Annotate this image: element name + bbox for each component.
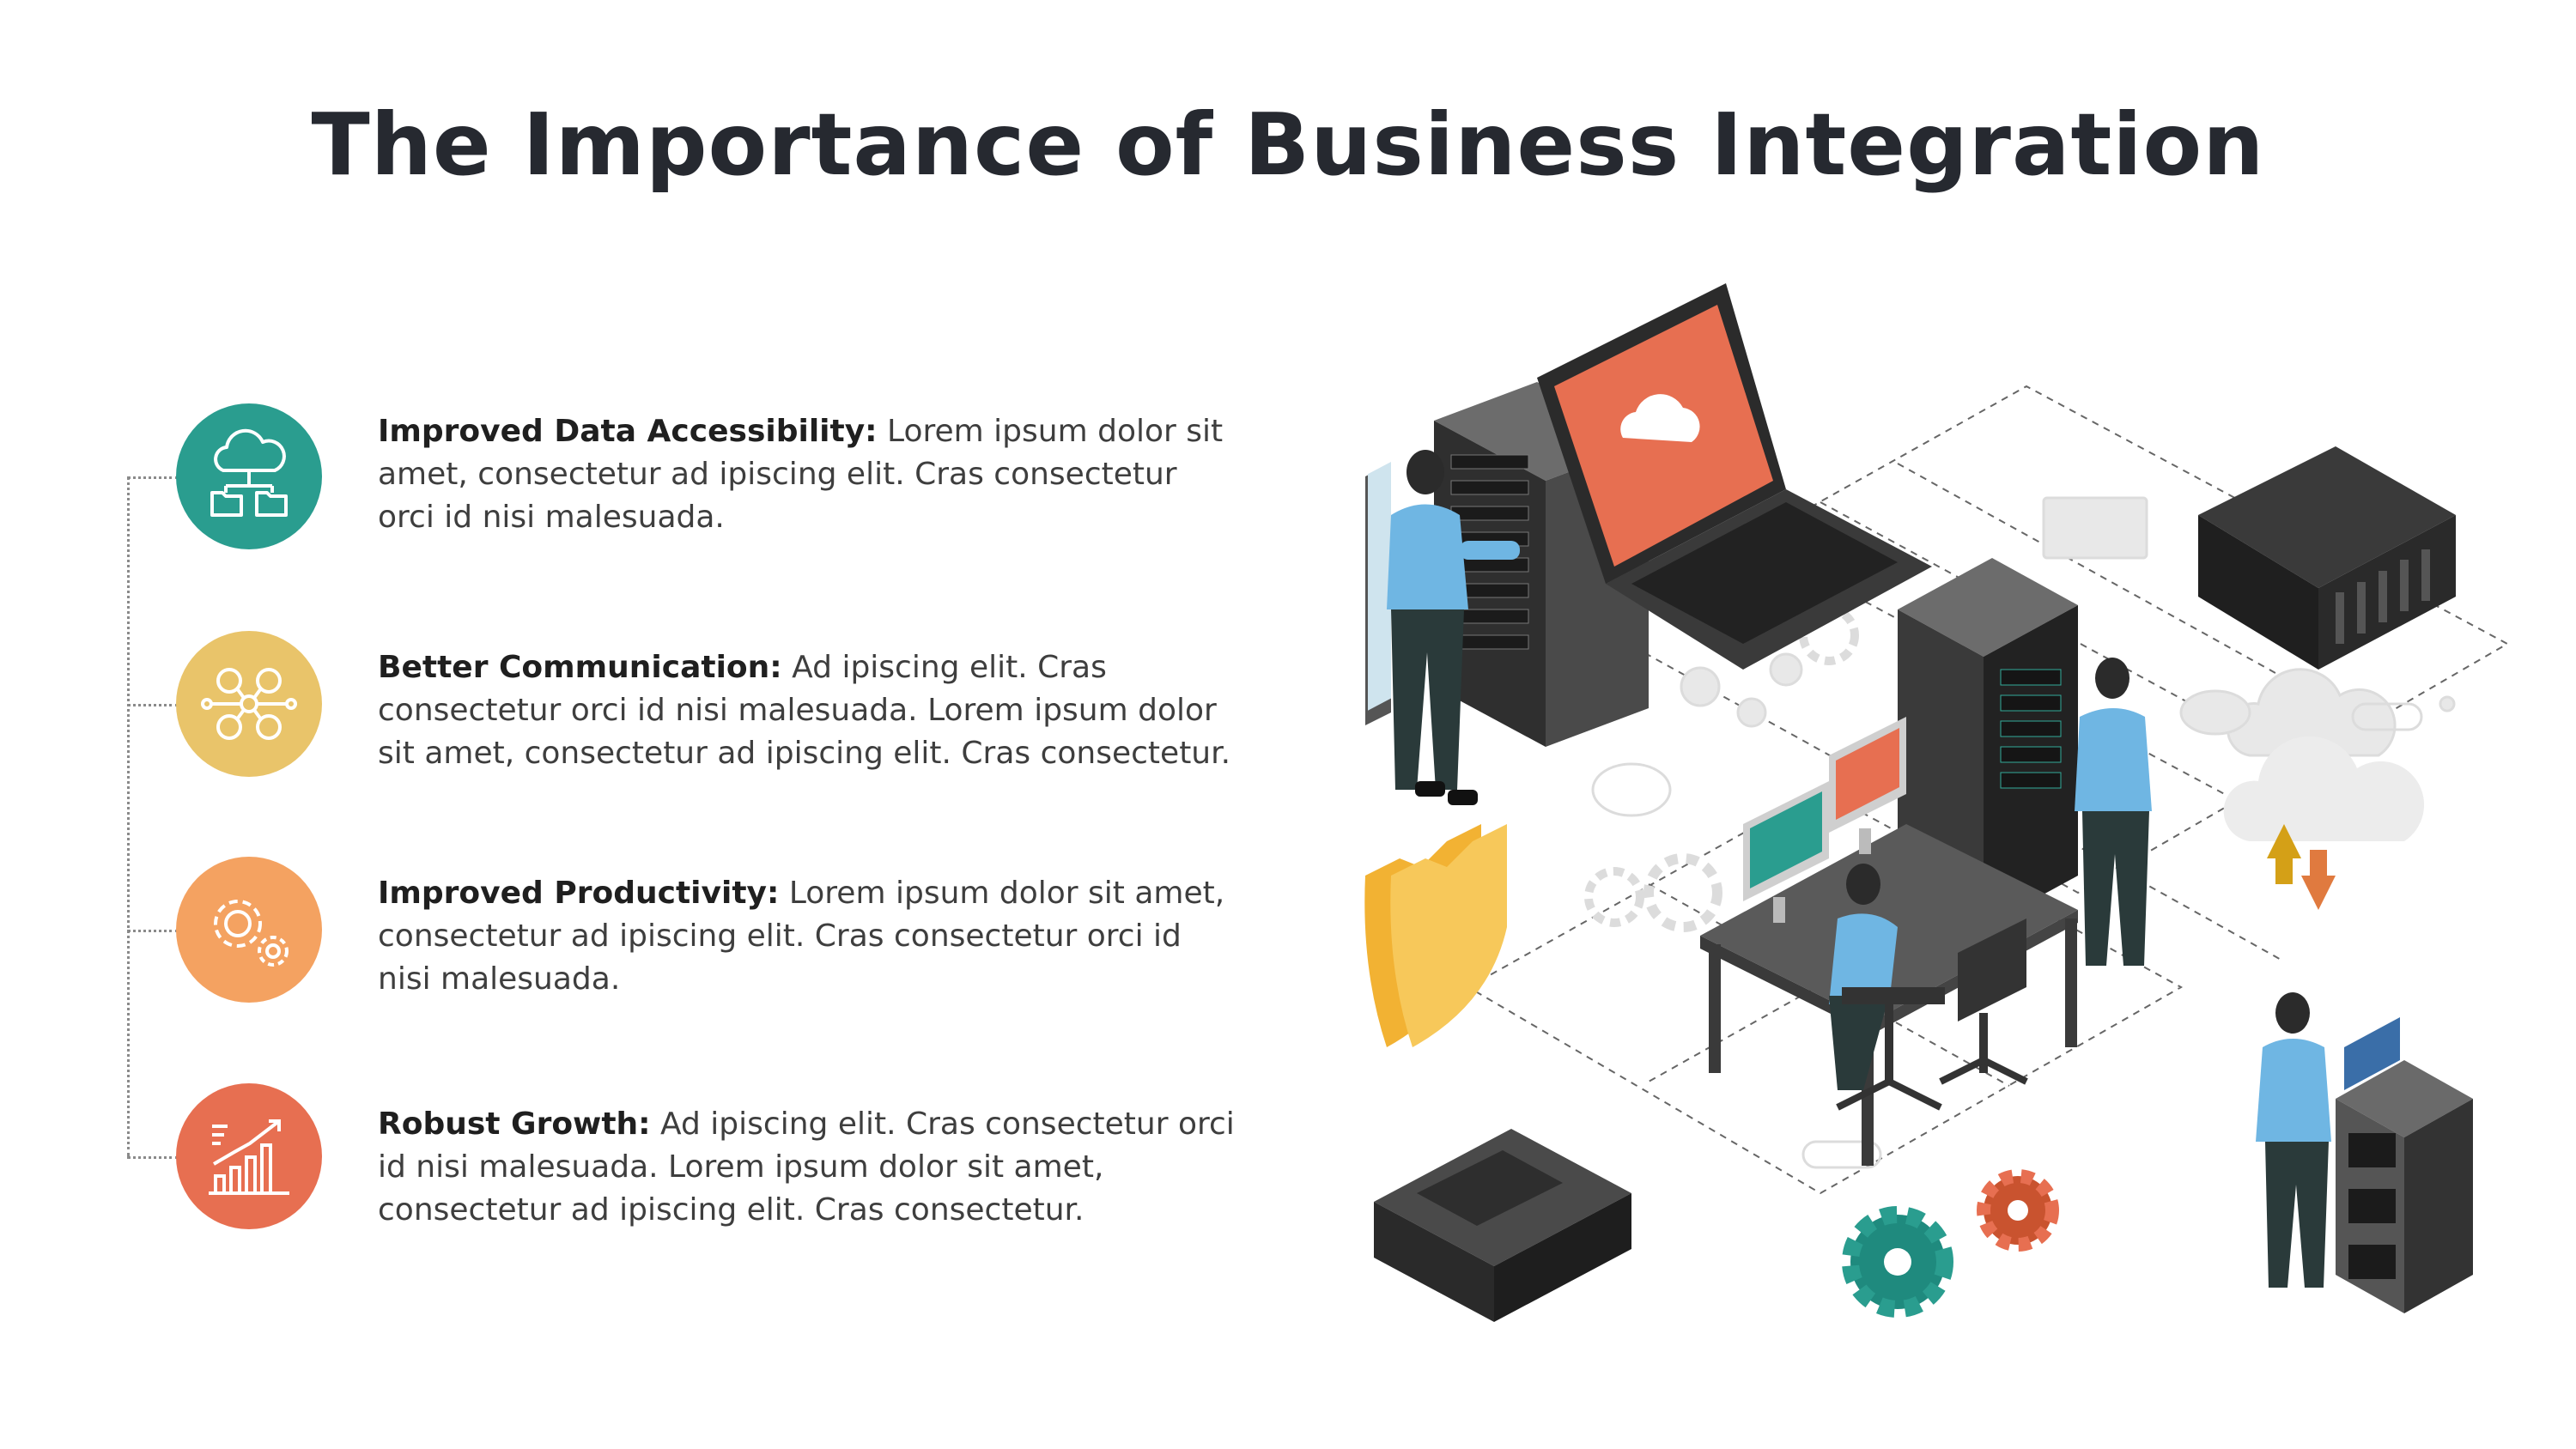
server-box-top-right <box>2198 446 2456 670</box>
laptop <box>1537 283 1932 670</box>
technician-left <box>1387 450 1520 805</box>
gears-decoration <box>1842 1169 2059 1318</box>
item-heading: Improved Data Accessibility: <box>378 414 878 449</box>
item-heading: Robust Growth: <box>378 1106 651 1142</box>
connector-tick <box>127 1156 179 1159</box>
server-rack-right <box>2336 1060 2473 1313</box>
gears-icon <box>176 857 322 1003</box>
item-text: Lorem ipsum dolor sit amet, consectetur … <box>378 876 1225 997</box>
people-network-icon <box>176 631 322 777</box>
technician-right <box>2256 992 2400 1288</box>
connector-tick <box>127 930 179 932</box>
page-title: The Importance of Business Integration <box>311 94 2265 195</box>
item-text: Ad ipiscing elit. Cras consectetur orci … <box>378 650 1231 771</box>
item-text: Ad ipiscing elit. Cras consectetur orci … <box>378 1106 1235 1228</box>
cloud-sync-icon <box>2223 736 2425 910</box>
technician-seated <box>1829 864 1945 1111</box>
background-icons <box>1584 496 2456 1169</box>
connector-tick <box>127 704 179 706</box>
item-text: Lorem ipsum dolor sit amet, consectetur … <box>378 414 1224 535</box>
office-chair <box>1939 919 2028 1085</box>
list-item: Robust Growth: Ad ipiscing elit. Cras co… <box>378 1103 1236 1232</box>
cloud-network-icon <box>176 403 322 549</box>
monitors <box>1743 717 1906 923</box>
list-item: Improved Data Accessibility: Lorem ipsum… <box>378 410 1236 539</box>
shield-icon <box>1364 824 1507 1047</box>
server-box-bottom-left <box>1374 1129 1631 1322</box>
growth-chart-icon <box>176 1083 322 1229</box>
item-heading: Improved Productivity: <box>378 876 780 911</box>
data-center-illustration <box>1340 258 2542 1373</box>
list-item: Better Communication: Ad ipiscing elit. … <box>378 646 1236 775</box>
connector-bracket <box>127 476 181 1156</box>
item-heading: Better Communication: <box>378 650 782 685</box>
technician-center <box>2075 658 2152 966</box>
connector-tick <box>127 476 179 479</box>
list-item: Improved Productivity: Lorem ipsum dolor… <box>378 872 1236 1001</box>
